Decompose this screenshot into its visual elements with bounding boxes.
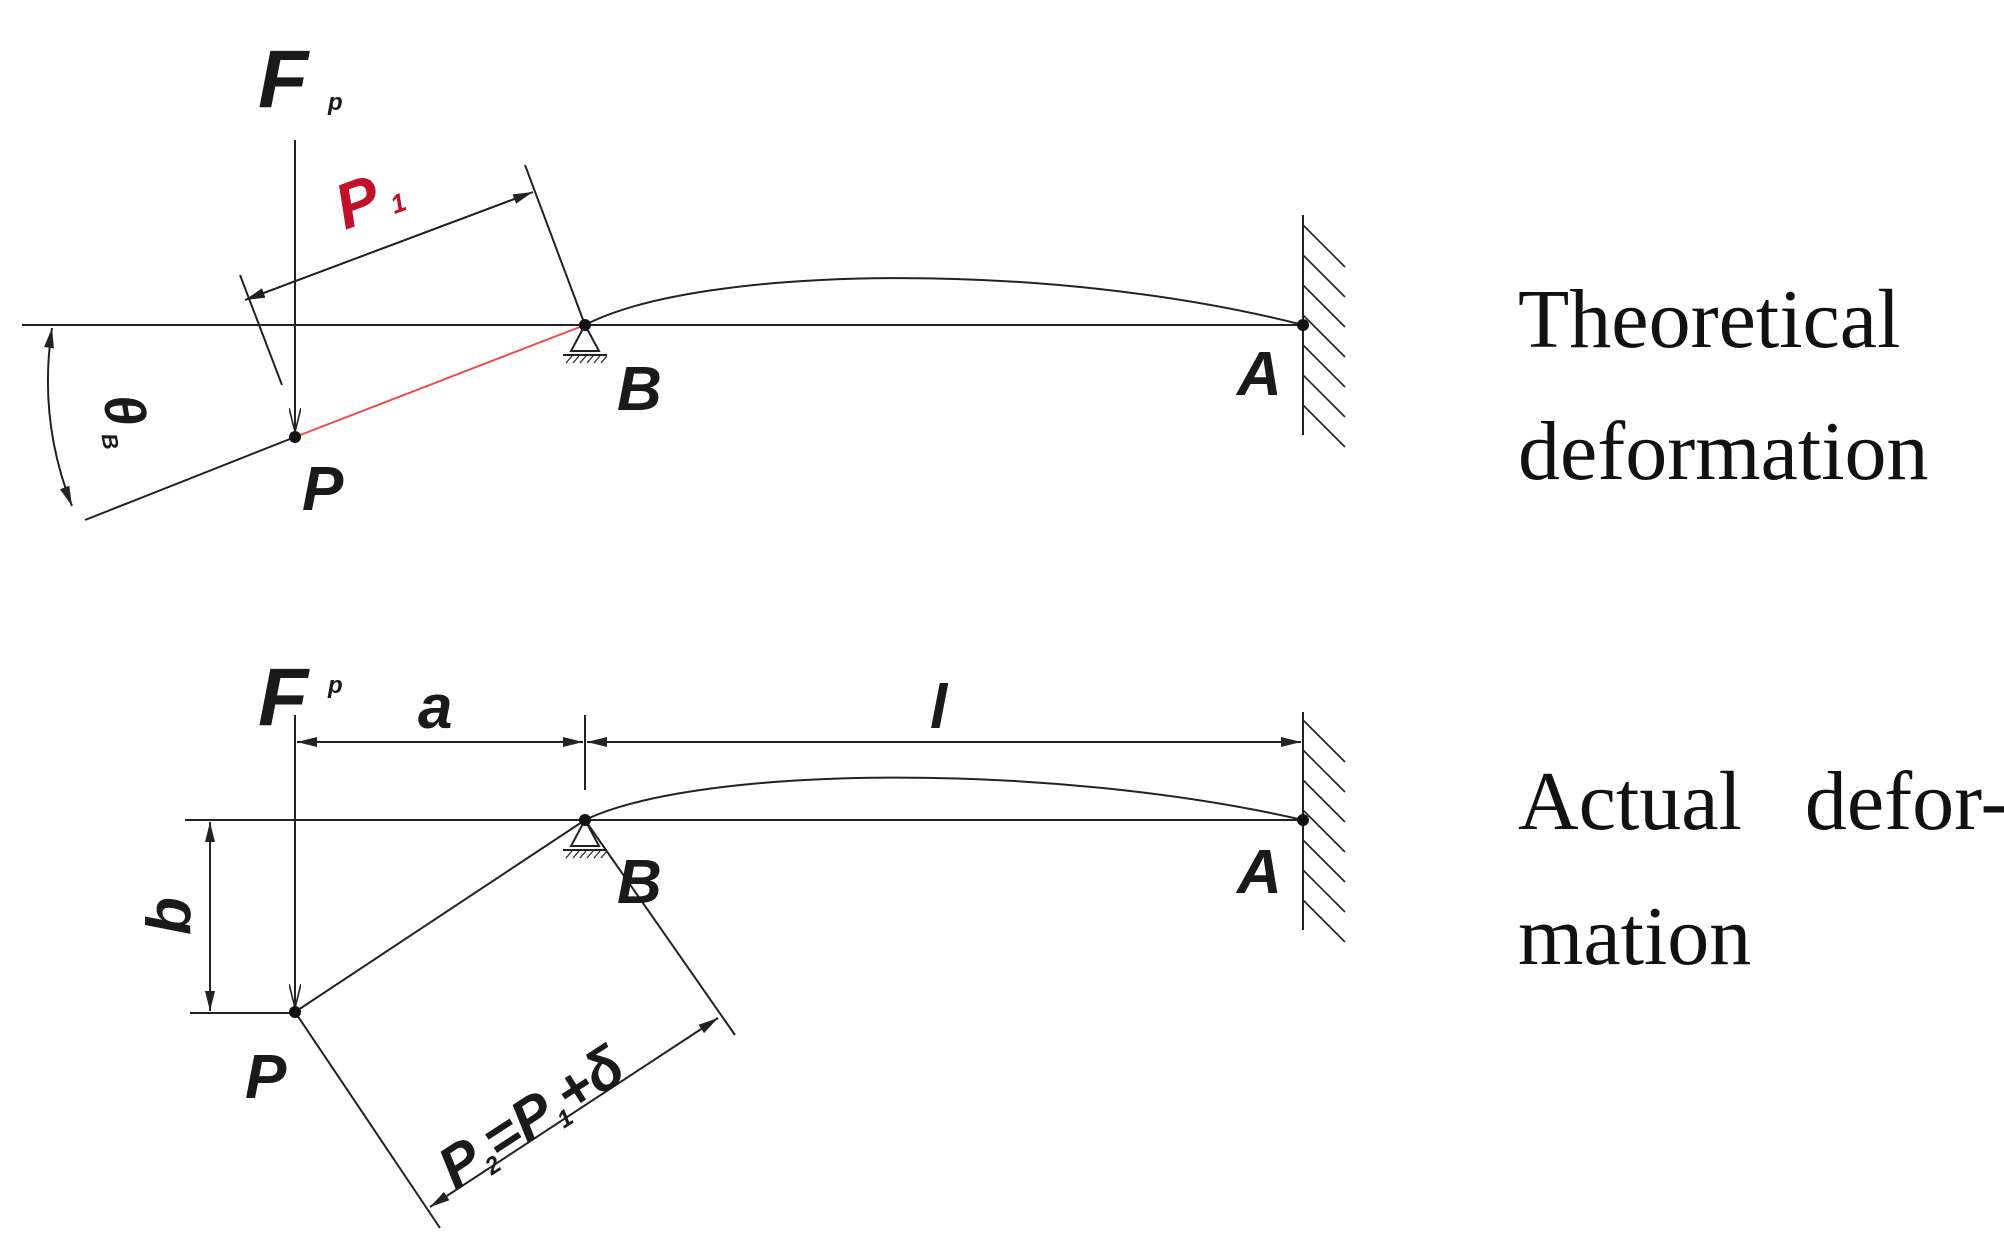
theoretical-theta-sub: B: [96, 431, 123, 451]
theoretical-point-a-dot: [1297, 319, 1309, 331]
theoretical-point-b-label: B: [617, 355, 662, 424]
actual-point-b-dot: [579, 814, 591, 826]
actual-point-a-label: A: [1235, 838, 1282, 907]
theoretical-point-p-dot: [289, 431, 301, 443]
theoretical-point-p-label: P: [302, 455, 344, 524]
theoretical-support-hatch: [565, 355, 608, 364]
theoretical-p1-segment: [294, 324, 586, 438]
theoretical-caption-line2: deformation: [1518, 405, 1929, 498]
actual-line-pb: [294, 819, 586, 1013]
actual-point-p-label: P: [245, 1043, 287, 1112]
actual-dim-b-label: b: [135, 897, 204, 935]
theoretical-point-a-label: A: [1235, 340, 1282, 409]
theoretical-diagram: [22, 140, 1346, 521]
theoretical-p1-ext-left: [239, 274, 283, 386]
theoretical-rotated-line: [84, 436, 296, 521]
theoretical-theta-label: θ: [91, 389, 158, 431]
theoretical-theta-arc: [44, 327, 73, 507]
actual-dim-a-label: a: [418, 673, 452, 742]
theoretical-force-sub: p: [327, 89, 343, 116]
actual-p2-ext-right: [584, 819, 736, 1036]
actual-point-b-label: B: [617, 848, 662, 917]
theoretical-p1-ext-right: [524, 164, 586, 326]
actual-p2-dimension: [429, 1017, 719, 1208]
theoretical-deflection-curve: [584, 277, 1304, 326]
actual-caption-line1: Actual defor-: [1518, 755, 2004, 848]
actual-wall-hatch: [1302, 719, 1346, 943]
actual-force-label: F: [258, 652, 310, 743]
actual-deflection-curve: [584, 776, 1304, 821]
actual-dim-l-label: l: [930, 673, 949, 742]
actual-point-a-dot: [1297, 814, 1309, 826]
actual-diagram: [185, 712, 1346, 1229]
theoretical-p1-label: P: [325, 161, 390, 243]
actual-support-hatch: [565, 850, 608, 859]
actual-point-p-dot: [289, 1006, 301, 1018]
actual-p2-ext-left: [294, 1011, 441, 1229]
theoretical-p1-dimension: [244, 191, 534, 301]
actual-p2-label: P2=P1+δ: [427, 1033, 637, 1202]
theoretical-caption-line1: Theoretical: [1518, 273, 1901, 366]
theoretical-points: [289, 319, 1309, 443]
theoretical-p1-sub: 1: [386, 187, 410, 220]
actual-support-b: [569, 817, 601, 847]
actual-points: [289, 814, 1309, 1018]
actual-caption-line2: mation: [1518, 890, 1752, 983]
theoretical-wall-hatch: [1302, 224, 1346, 448]
actual-force-sub: p: [327, 672, 343, 699]
theoretical-support-b: [569, 322, 601, 352]
theoretical-point-b-dot: [579, 319, 591, 331]
theoretical-force-label: F: [258, 34, 310, 125]
